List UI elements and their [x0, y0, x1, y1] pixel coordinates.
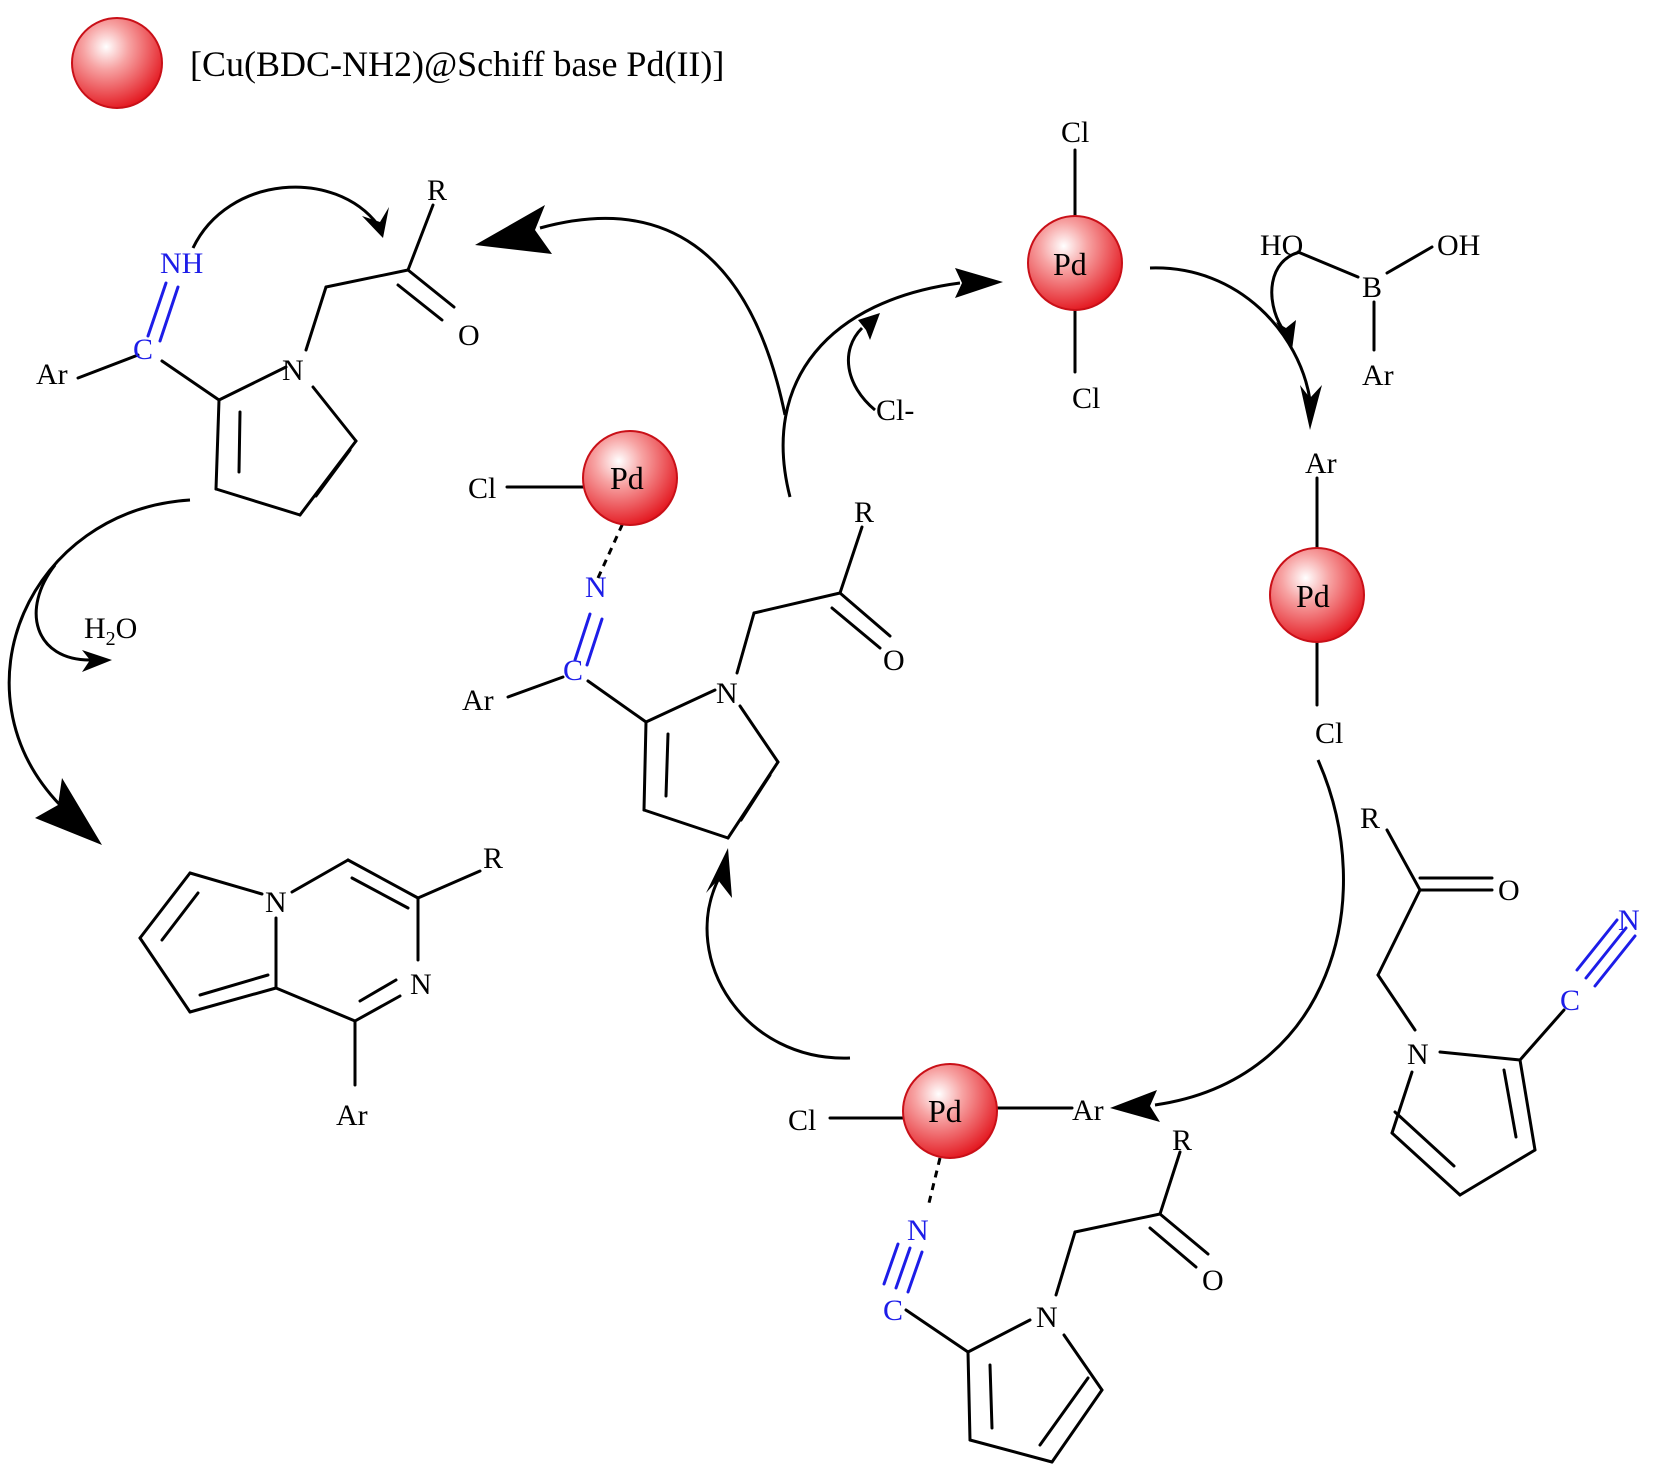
atom-pd: Pd — [610, 460, 644, 496]
aryl-boronic-acid: B HO OH Ar — [1260, 229, 1480, 392]
atom-r: R — [854, 496, 874, 529]
atom-n: N — [907, 1214, 929, 1247]
water-o: O — [116, 612, 138, 645]
regeneration-arrow — [781, 281, 961, 498]
transmetalation-arrow — [1149, 266, 1312, 401]
mechanism-arrows — [7, 185, 1345, 1122]
migration-arrow — [705, 879, 851, 1060]
atom-n: N — [1407, 1038, 1429, 1071]
pd-imine-complex: Pd Cl N C Ar N O R — [462, 430, 905, 840]
atom-oh: OH — [1437, 229, 1480, 262]
pd-ball-icon — [1269, 547, 1365, 643]
atom-ar: Ar — [36, 358, 68, 391]
atom-c: C — [883, 1294, 903, 1327]
atom-r: R — [1172, 1124, 1192, 1157]
chloride-label: Cl- — [876, 394, 914, 427]
atom-o: O — [1498, 874, 1520, 907]
atom-nh: NH — [160, 247, 203, 280]
pd-nitrile-complex: Pd Cl Ar N C N O R — [788, 1063, 1224, 1464]
atom-pd: Pd — [1053, 246, 1087, 282]
water-h: H — [84, 612, 106, 645]
atom-pd: Pd — [1296, 578, 1330, 614]
atom-n: N — [1036, 1301, 1058, 1334]
atom-n: N — [282, 354, 304, 387]
legend-label: [Cu(BDC-NH2)@Schiff base Pd(II)] — [190, 44, 724, 84]
atom-cl: Cl — [468, 472, 496, 505]
pyrrole-nitrile-substrate: N O R C N — [1360, 802, 1640, 1197]
atom-o: O — [458, 319, 480, 352]
pyrrolopyrazine-product: N N R Ar — [138, 842, 503, 1132]
catalyst-ball-icon — [71, 17, 163, 109]
chloride-release-arrow — [847, 326, 876, 412]
legend: [Cu(BDC-NH2)@Schiff base Pd(II)] — [71, 17, 724, 109]
atom-n: N — [1618, 904, 1640, 937]
atom-n: N — [265, 886, 287, 919]
atom-ar: Ar — [1362, 359, 1394, 392]
atom-c: C — [133, 333, 153, 366]
atom-r: R — [1360, 802, 1380, 835]
water-sub: 2 — [106, 628, 116, 650]
atom-ar: Ar — [1305, 447, 1337, 480]
atom-ar: Ar — [1072, 1094, 1104, 1127]
aryl-pd-chloride: Pd Ar Cl — [1269, 447, 1365, 750]
atom-cl: Cl — [1061, 116, 1089, 149]
water-label: H2O — [84, 612, 137, 650]
atom-ho: HO — [1260, 229, 1303, 262]
atom-n: N — [410, 968, 432, 1001]
atom-cl: Cl — [1072, 382, 1100, 415]
atom-cl: Cl — [788, 1104, 816, 1137]
atom-c: C — [563, 654, 583, 687]
water-release-arrow — [34, 564, 91, 662]
pd-ball-icon — [1027, 215, 1123, 311]
imine-intermediate: N O R C NH Ar — [36, 174, 480, 517]
pdcl2-catalyst: Pd Cl Cl Cl- — [876, 116, 1123, 427]
atom-n: N — [716, 677, 738, 710]
svg-text:H2O: H2O — [84, 612, 137, 650]
pd-ball-icon — [902, 1063, 998, 1159]
cyclization-arrow — [539, 216, 787, 416]
condensation-arrow — [7, 498, 191, 807]
pd-ball-icon — [582, 430, 678, 526]
boron-attack-arrow — [1270, 250, 1301, 329]
insertion-arrow — [1154, 759, 1345, 1107]
nh-attack-arrow — [191, 185, 380, 249]
atom-ar: Ar — [462, 684, 494, 717]
atom-r: R — [483, 842, 503, 875]
atom-pd: Pd — [928, 1093, 962, 1129]
atom-ar: Ar — [336, 1099, 368, 1132]
atom-n: N — [585, 571, 607, 604]
atom-o: O — [883, 644, 905, 677]
atom-o: O — [1202, 1264, 1224, 1297]
atom-r: R — [427, 174, 447, 207]
atom-cl: Cl — [1315, 717, 1343, 750]
atom-c: C — [1560, 984, 1580, 1017]
atom-b: B — [1362, 271, 1382, 304]
